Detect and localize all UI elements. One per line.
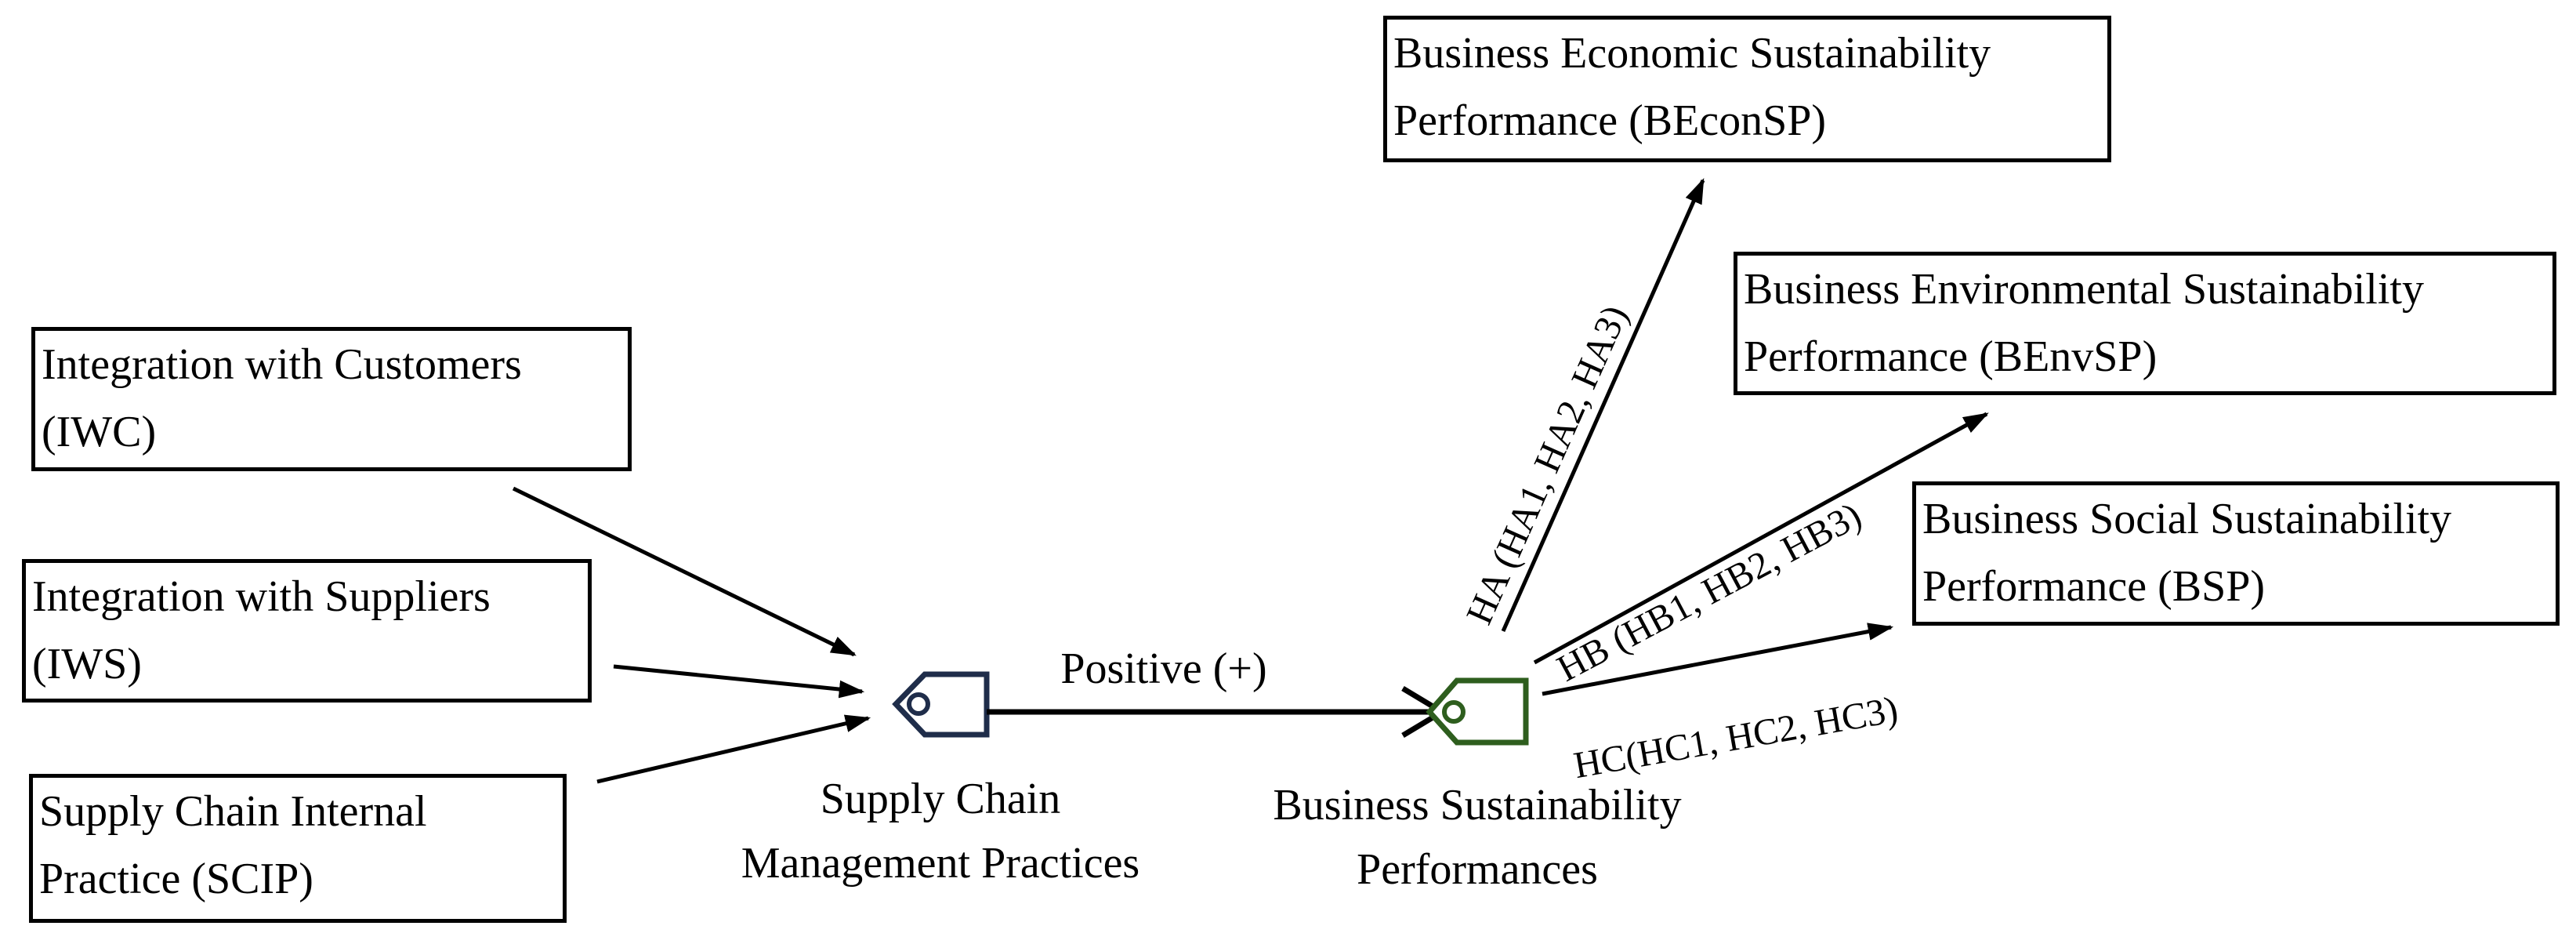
iws-line1: Integration with Suppliers	[32, 572, 491, 621]
arrow-iwc-to-scm	[512, 486, 857, 657]
scm-node-icon	[892, 671, 990, 738]
beconsp-line2: Performance (BEconSP)	[1393, 96, 1827, 145]
input-box-iws: Integration with Suppliers (IWS)	[22, 559, 592, 703]
scm-label-line2: Management Practices	[741, 839, 1140, 888]
scm-label-line1: Supply Chain	[820, 775, 1061, 823]
scip-line1: Supply Chain Internal	[39, 787, 427, 836]
arrow-bsp-to-benvsp	[1533, 412, 1989, 665]
output-box-benvsp: Business Environmental Sustainability Pe…	[1734, 252, 2556, 395]
iwc-line1: Integration with Customers	[42, 340, 522, 389]
iwc-line2: (IWC)	[42, 408, 157, 456]
scm-node-label: Supply Chain Management Practices	[682, 767, 1199, 895]
scip-line2: Practice (SCIP)	[39, 855, 313, 903]
main-link-label: Positive (+)	[1060, 644, 1267, 693]
output-box-bsp: Business Social Sustainability Performan…	[1912, 481, 2560, 626]
arrow-bsp-to-beconsp	[1501, 178, 1705, 633]
beconsp-line1: Business Economic Sustainability	[1393, 29, 1991, 78]
benvsp-line1: Business Environmental Sustainability	[1744, 265, 2424, 314]
output-box-beconsp: Business Economic Sustainability Perform…	[1383, 16, 2111, 162]
input-box-iwc: Integration with Customers (IWC)	[31, 327, 632, 471]
bsp-social-line1: Business Social Sustainability	[1922, 495, 2452, 543]
bsp-label-line2: Performances	[1357, 845, 1598, 894]
iws-line2: (IWS)	[32, 640, 142, 688]
benvsp-line2: Performance (BEnvSP)	[1744, 332, 2158, 381]
bsp-node-label: Business Sustainability Performances	[1211, 773, 1744, 902]
arrow-scip-to-scm	[596, 714, 871, 784]
bsp-node-icon	[1426, 677, 1529, 746]
input-box-scip: Supply Chain Internal Practice (SCIP)	[29, 774, 567, 923]
bsp-social-line2: Performance (BSP)	[1922, 562, 2266, 611]
bsp-label-line1: Business Sustainability	[1273, 781, 1682, 830]
arrow-iws-to-scm	[613, 664, 865, 699]
arrow-bsp-to-bsp-social	[1542, 623, 1894, 696]
